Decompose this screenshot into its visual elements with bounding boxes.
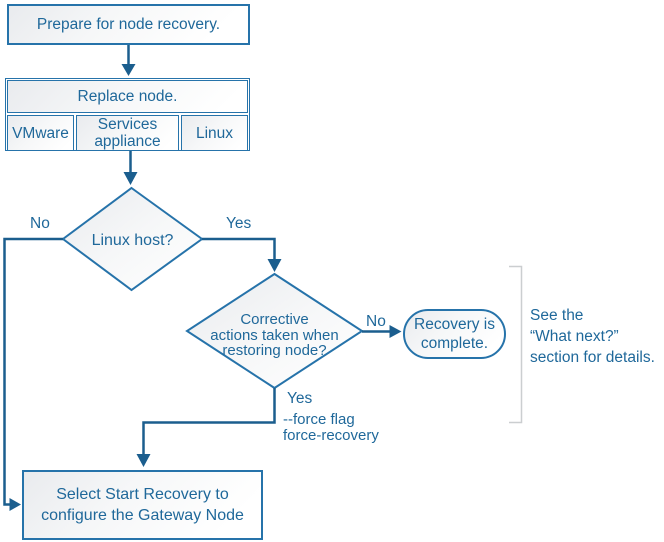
force-flag-line-2: force-recovery <box>283 427 379 444</box>
node-select-start-recovery: Select Start Recovery to configure the G… <box>22 470 263 540</box>
start-recovery-line-2: configure the Gateway Node <box>41 507 244 524</box>
note-bracket <box>509 265 523 424</box>
node-replace-header: Replace node. <box>7 80 248 113</box>
decision-corrective-actions-label: Corrective actions taken when restoring … <box>187 312 362 359</box>
start-recovery-line-1: Select Start Recovery to <box>56 486 229 503</box>
edge-label-corrective-yes: Yes <box>287 390 313 407</box>
recovery-complete-line-1: Recovery is <box>414 316 495 333</box>
node-recovery-complete: Recovery is complete. <box>403 309 506 359</box>
cell-vmware: VMware <box>7 115 74 151</box>
node-prepare-for-recovery: Prepare for node recovery. <box>7 4 250 45</box>
corrective-line-2: actions taken when <box>210 326 339 344</box>
force-flag-line-1: --force flag <box>283 411 355 428</box>
edge-label-linux-yes: Yes <box>226 215 252 232</box>
edge-label-linux-no: No <box>30 215 50 232</box>
edge-replace-to-linuxhost <box>123 151 138 185</box>
node-prepare-label: Prepare for node recovery. <box>36 16 221 33</box>
note-line-3: section for details. <box>530 349 655 366</box>
edge-prepare-to-replace <box>121 45 136 76</box>
cell-linux: Linux <box>181 115 248 151</box>
edge-corrective-yes <box>136 388 276 467</box>
corrective-line-3: restoring node? <box>222 342 327 359</box>
edge-label-corrective-no: No <box>366 313 386 330</box>
edge-linuxhost-yes <box>202 237 282 272</box>
edge-corrective-no <box>362 325 402 338</box>
corrective-line-1: Corrective <box>240 311 309 328</box>
cell-linux-label: Linux <box>195 124 234 142</box>
node-replace-cells: VMware Services appliance Linux <box>6 114 249 152</box>
edge-linuxhost-no <box>3 237 63 511</box>
recovery-complete-line-2: complete. <box>420 335 489 352</box>
node-replace-label: Replace node. <box>77 87 178 105</box>
note-line-1: See the <box>530 307 584 324</box>
decision-linux-host-shape <box>61 186 204 292</box>
cell-services-appliance-label: Services appliance <box>94 116 161 150</box>
node-replace-group: Replace node. VMware Services appliance … <box>5 78 250 151</box>
cell-services-appliance: Services appliance <box>76 115 179 151</box>
cell-vmware-label: VMware <box>12 124 69 142</box>
note-line-2: “What next?” <box>530 328 619 345</box>
decision-linux-host-label: Linux host? <box>91 232 174 249</box>
what-next-note: See the “What next?” section for details… <box>530 305 655 368</box>
force-flag-annotation: --force flag force-recovery <box>283 412 379 444</box>
